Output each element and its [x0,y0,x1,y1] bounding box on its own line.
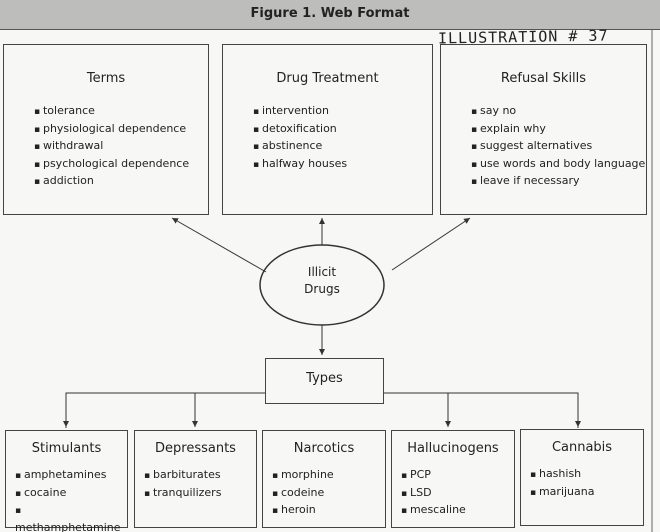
list-item: explain why [471,121,646,139]
list-item: abstinence [253,138,432,156]
cannabis-box: Cannabis hashish marijuana [520,429,644,526]
figure-header: Figure 1. Web Format [0,0,660,30]
arrow-to-terms [171,217,267,273]
box-title: Terms [86,71,126,86]
list-item: heroin [272,502,385,520]
list-item: tolerance [34,103,208,121]
list-item: hashish [530,466,643,484]
list-item: intervention [253,103,432,121]
center-label-line: Illicit [307,265,337,279]
list-item: LSD [401,485,514,503]
list-item: addiction [34,173,208,191]
box-title: Refusal Skills [500,71,587,86]
arrow-to-refusal [391,217,471,271]
list-item: detoxification [253,121,432,139]
refusal-skills-box: Refusal Skills say no explain why sugges… [440,44,647,215]
list-item: amphetamines [15,467,127,485]
box-title: Drug Treatment [276,71,379,86]
list-item: cocaine [15,485,127,503]
box-title: Depressants [155,441,236,456]
list-item: PCP [401,467,514,485]
list-item: morphine [272,467,385,485]
box-title: Cannabis [551,440,613,455]
list-item: mescaline [401,502,514,520]
stimulants-box: Stimulants amphetamines cocaine methamph… [5,430,128,532]
center-label-line: Drugs [304,282,340,296]
figure-title: Figure 1. Web Format [250,6,410,21]
terms-box: Terms tolerance physiological dependence… [3,44,209,215]
depressants-box: Depressants barbiturates tranquilizers [134,430,257,528]
hallucinogens-box: Hallucinogens PCP LSD mescaline [391,430,515,528]
box-title: Narcotics [293,441,355,456]
drug-treatment-box: Drug Treatment intervention detoxificati… [222,44,433,215]
types-box: Types [265,358,384,404]
list-item: use words and body language [471,156,646,174]
box-title: Hallucinogens [407,441,499,456]
list-item: marijuana [530,484,643,502]
list-item: leave if necessary [471,173,646,191]
box-title: Stimulants [31,441,102,456]
center-label: Illicit Drugs [262,264,382,298]
list-item: tranquilizers [144,485,256,503]
list-item: physiological dependence [34,121,208,139]
list-item: suggest alternatives [471,138,646,156]
list-item: halfway houses [253,156,432,174]
list-item: psychological dependence [34,156,208,174]
list-item: say no [471,103,646,121]
list-item: barbiturates [144,467,256,485]
list-item: codeine [272,485,385,503]
list-item: withdrawal [34,138,208,156]
narcotics-box: Narcotics morphine codeine heroin [262,430,386,528]
list-item: methamphetamine [15,502,127,532]
